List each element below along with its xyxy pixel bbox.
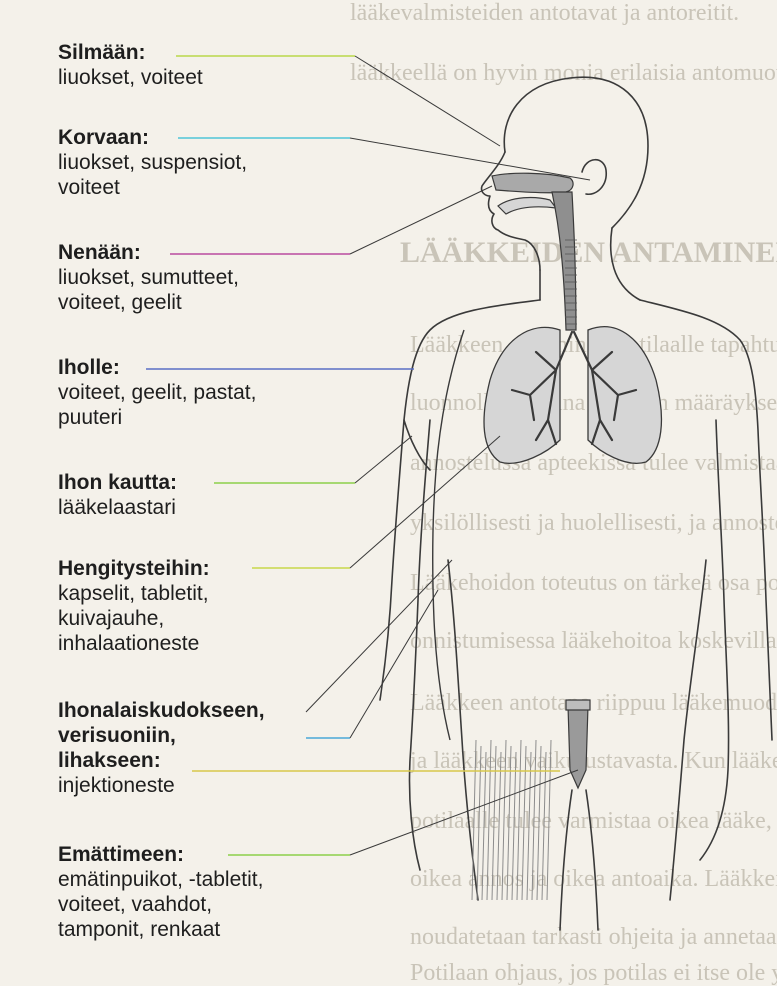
label-transdermal-heading: Ihon kautta: xyxy=(58,470,177,495)
label-skin-line-2: puuteri xyxy=(58,405,256,430)
label-transdermal-line-1: lääkelaastari xyxy=(58,495,177,520)
torso-right-outline xyxy=(640,300,772,740)
label-airways: Hengitysteihin: kapselit, tabletit, kuiv… xyxy=(58,556,210,656)
label-ear-line-2: voiteet xyxy=(58,175,247,200)
pointer-line-eye-diag xyxy=(355,56,500,146)
neck-back-outline xyxy=(611,228,640,300)
label-eye-heading: Silmään: xyxy=(58,40,203,65)
label-vagina: Emättimeen: emätinpuikot, -tabletit, voi… xyxy=(58,842,263,942)
left-lung xyxy=(484,327,560,463)
left-arm-outline xyxy=(409,420,430,870)
label-ear-line-1: liuokset, suspensiot, xyxy=(58,150,247,175)
thigh-shading-line xyxy=(522,746,526,900)
oral-cavity xyxy=(498,198,556,214)
thigh-shading-line xyxy=(487,740,491,900)
thigh-shading-line xyxy=(517,740,521,900)
label-nose-line-1: liuokset, sumutteet, xyxy=(58,265,239,290)
vaginal-applicator xyxy=(568,706,588,788)
label-nose: Nenään: liuokset, sumutteet, voiteet, ge… xyxy=(58,240,239,315)
leg-split-outline-2 xyxy=(586,790,598,930)
thigh-shading-line xyxy=(507,746,511,900)
label-injection-line-1: injektioneste xyxy=(58,773,265,798)
thigh-shading-line xyxy=(537,746,541,900)
waist-right-outline xyxy=(670,560,706,900)
right-lung xyxy=(588,327,661,464)
leg-split-outline xyxy=(560,790,572,930)
label-airways-line-3: inhalaationeste xyxy=(58,631,210,656)
label-eye-line-1: liuokset, voiteet xyxy=(58,65,203,90)
thigh-shading-line xyxy=(527,752,531,900)
thigh-muscle-shading xyxy=(472,740,551,900)
label-injection-heading-3: lihakseen: xyxy=(58,748,265,773)
label-nose-heading: Nenään: xyxy=(58,240,239,265)
label-skin-heading: Iholle: xyxy=(58,355,256,380)
ear-outline xyxy=(582,160,606,195)
label-vagina-line-1: emätinpuikot, -tabletit, xyxy=(58,867,263,892)
applicator-cap xyxy=(566,700,590,710)
nasal-cavity xyxy=(492,173,573,193)
thigh-shading-line xyxy=(492,746,496,900)
thigh-shading-line xyxy=(512,752,516,900)
label-airways-line-2: kuivajauhe, xyxy=(58,606,210,631)
pointer-line-injection-diag xyxy=(350,590,438,738)
label-nose-line-2: voiteet, geelit xyxy=(58,290,239,315)
thigh-shading-line xyxy=(497,752,501,900)
label-vagina-heading: Emättimeen: xyxy=(58,842,263,867)
label-skin-line-1: voiteet, geelit, pastat, xyxy=(58,380,256,405)
label-skin: Iholle: voiteet, geelit, pastat, puuteri xyxy=(58,355,256,430)
right-arm-outline xyxy=(700,420,729,860)
thigh-shading-line xyxy=(547,740,551,900)
label-airways-line-1: kapselit, tabletit, xyxy=(58,581,210,606)
label-injection-heading-2: verisuoniin, xyxy=(58,723,265,748)
thigh-shading-line xyxy=(482,752,486,900)
pointer-line-nose-diag xyxy=(350,186,492,254)
label-eye: Silmään: liuokset, voiteet xyxy=(58,40,203,90)
label-vagina-line-2: voiteet, vaahdot, xyxy=(58,892,263,917)
pointer-line-airways-diag xyxy=(350,436,500,568)
pointer-line-transdermal-diag xyxy=(355,436,412,483)
label-ear-heading: Korvaan: xyxy=(58,125,247,150)
label-vagina-line-3: tamponit, renkaat xyxy=(58,917,263,942)
label-ear: Korvaan: liuokset, suspensiot, voiteet xyxy=(58,125,247,200)
pointer-line-ear-diag xyxy=(350,138,590,180)
label-injection: Ihonalaiskudokseen, verisuoniin, lihakse… xyxy=(58,698,265,798)
label-injection-heading: Ihonalaiskudokseen, xyxy=(58,698,265,723)
thigh-shading-line xyxy=(542,752,546,900)
iv-tube xyxy=(433,330,464,740)
thigh-shading-line xyxy=(532,740,536,900)
label-airways-heading: Hengitysteihin: xyxy=(58,556,210,581)
thigh-shading-line xyxy=(477,746,481,900)
thigh-shading-line xyxy=(502,740,506,900)
label-transdermal: Ihon kautta: lääkelaastari xyxy=(58,470,177,520)
